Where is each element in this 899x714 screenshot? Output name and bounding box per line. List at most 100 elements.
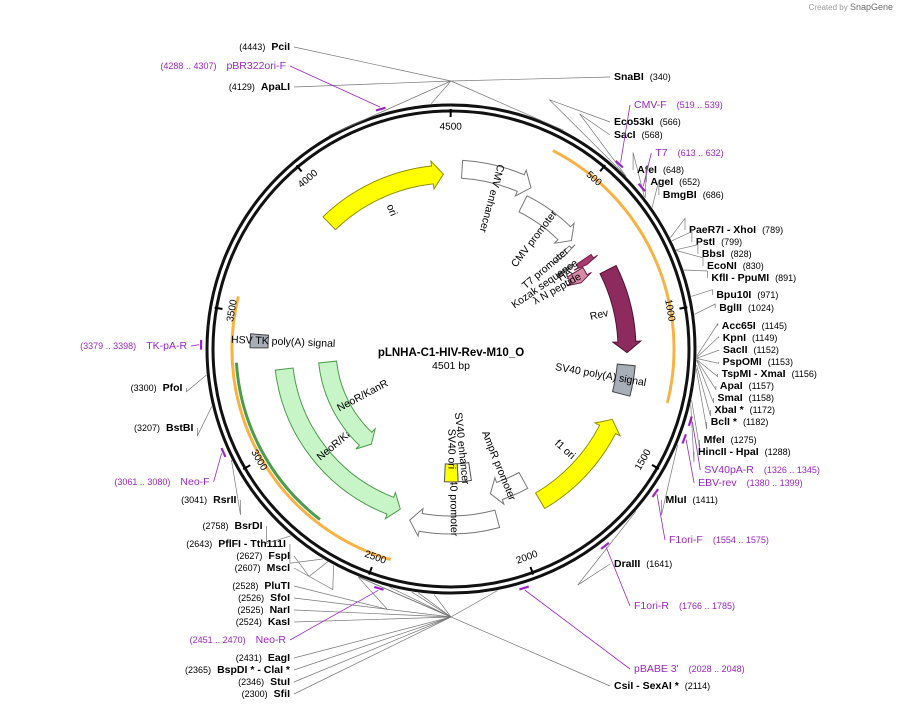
enzyme-leader-pcii bbox=[293, 46, 452, 105]
enzyme-label-bmgbi[interactable]: BmgBI bbox=[663, 189, 697, 201]
primer-label-ebv-rev[interactable]: EBV-rev bbox=[698, 477, 737, 489]
enzyme-label-fspi[interactable]: FspI bbox=[268, 550, 290, 562]
tick-mark-2500 bbox=[368, 566, 373, 575]
primer-leader-f1ori-f bbox=[656, 494, 666, 541]
enzyme-label-psti[interactable]: PstI bbox=[696, 236, 715, 248]
feature-label-sv40-promoter: SV40 promoter bbox=[447, 466, 460, 537]
enzyme-leader-bglii bbox=[694, 303, 716, 315]
enzyme-label-pfoi[interactable]: PfoI bbox=[163, 382, 183, 394]
plasmid-size: 4501 bp bbox=[432, 360, 470, 372]
enzyme-leader-csii-sexai bbox=[450, 590, 611, 687]
enzyme-label-mlui[interactable]: MluI bbox=[666, 494, 687, 506]
enzyme-label-kfli-ppumi[interactable]: KflI - PpuMI bbox=[711, 272, 769, 284]
enzyme-label-bpu10i[interactable]: Bpu10I bbox=[716, 289, 751, 301]
feature-kozak-sequence bbox=[555, 263, 574, 278]
enzyme-label-bsrdi[interactable]: BsrDI bbox=[235, 520, 263, 532]
primer-label-pbabe-3[interactable]: pBABE 3' bbox=[634, 663, 679, 675]
enzyme-label-pflfi-tth111i[interactable]: PflFI - Tth111I bbox=[218, 538, 286, 550]
enzyme-label-snabi[interactable]: SnaBI bbox=[614, 71, 644, 83]
feature-cmv-enhancer bbox=[460, 159, 532, 198]
enzyme-leader-sfii bbox=[293, 594, 452, 695]
enzyme-label-paer7i-xhoi[interactable]: PaeR7I - XhoI bbox=[689, 224, 756, 236]
enzyme-label-acc65i[interactable]: Acc65I bbox=[722, 320, 756, 332]
feature-neor-kanr bbox=[274, 367, 401, 520]
enzyme-label-rsrii[interactable]: RsrII bbox=[213, 494, 236, 506]
enzyme-leader-bspdi-clai bbox=[293, 591, 452, 671]
primer-label-f1ori-f[interactable]: F1ori-F bbox=[669, 534, 703, 546]
primer-leader-tk-pa-r bbox=[190, 344, 200, 347]
enzyme-label-bglii[interactable]: BglII bbox=[719, 302, 742, 314]
enzyme-position-pcii: (4443) bbox=[239, 42, 265, 52]
enzyme-label-tspmi-xmai[interactable]: TspMI - XmaI bbox=[722, 368, 786, 380]
feature-label-sv40-ori: SV40 ori bbox=[445, 429, 457, 469]
enzyme-label-bstbi[interactable]: BstBI bbox=[166, 422, 194, 434]
enzyme-label-pcii[interactable]: PciI bbox=[271, 41, 290, 53]
primer-label-tk-pa-r[interactable]: TK-pA-R bbox=[146, 340, 187, 352]
enzyme-label-pspomi[interactable]: PspOMI bbox=[723, 356, 762, 368]
enzyme-label-apali[interactable]: ApaLI bbox=[261, 81, 290, 93]
enzyme-label-hincii-hpai[interactable]: HincII - HpaI bbox=[698, 446, 759, 458]
primer-range-f1ori-f: (1554 .. 1575) bbox=[713, 535, 769, 545]
enzyme-leader-afei bbox=[632, 152, 645, 198]
primer-label-cmv-f[interactable]: CMV-F bbox=[634, 99, 667, 111]
feature-sv40-poly-a-signal bbox=[611, 363, 636, 397]
enzyme-leader-sacii bbox=[696, 349, 720, 359]
enzyme-label-econi[interactable]: EcoNI bbox=[707, 260, 737, 272]
enzyme-leader-xbai bbox=[696, 364, 711, 417]
enzyme-position-pspomi: (1153) bbox=[768, 357, 793, 367]
enzyme-label-msci[interactable]: MscI bbox=[267, 562, 290, 574]
primer-range-neo-f: (3061 .. 3080) bbox=[114, 477, 170, 487]
tick-mark-500 bbox=[599, 164, 607, 172]
enzyme-position-bcli: (1182) bbox=[743, 417, 768, 427]
enzyme-label-bspdi-clai[interactable]: BspDI * - ClaI * bbox=[217, 664, 291, 676]
enzyme-label-kpni[interactable]: KpnI bbox=[723, 332, 746, 344]
enzyme-position-kfli-ppumi: (891) bbox=[775, 273, 796, 283]
tick-mark-1000 bbox=[679, 306, 688, 310]
tick-label-1500: 1500 bbox=[633, 447, 654, 472]
enzyme-label-apai[interactable]: ApaI bbox=[720, 380, 743, 392]
enzyme-label-bcli[interactable]: BclI * bbox=[711, 416, 738, 428]
enzyme-leader-acc65i bbox=[696, 322, 719, 356]
enzyme-position-econi: (830) bbox=[743, 261, 764, 271]
enzyme-label-sfoi[interactable]: SfoI bbox=[270, 592, 290, 604]
enzyme-leader-bpu10i bbox=[691, 289, 713, 297]
enzyme-leader-eagi bbox=[293, 586, 453, 659]
enzyme-label-csii-sexai[interactable]: CsiI - SexAI * bbox=[614, 680, 680, 692]
enzyme-label-smai[interactable]: SmaI bbox=[718, 392, 743, 404]
enzyme-label-draiii[interactable]: DraIII bbox=[614, 558, 640, 570]
enzyme-label-bbsi[interactable]: BbsI bbox=[702, 248, 725, 260]
enzyme-label-sacii[interactable]: SacII bbox=[723, 344, 748, 356]
primer-site-f1ori-r bbox=[600, 542, 610, 550]
enzyme-label-xbai[interactable]: XbaI * bbox=[714, 404, 744, 416]
primer-leader-neo-r bbox=[289, 589, 379, 641]
enzyme-label-stui[interactable]: StuI bbox=[270, 676, 290, 688]
primer-leader-neo-f bbox=[213, 453, 222, 483]
enzyme-label-eco53ki[interactable]: Eco53kI bbox=[614, 116, 654, 128]
primer-label-pbr322ori-f[interactable]: pBR322ori-F bbox=[226, 60, 286, 72]
enzyme-label-sfii[interactable]: SfiI bbox=[274, 688, 290, 700]
enzyme-position-psti: (799) bbox=[721, 237, 742, 247]
enzyme-label-pluti[interactable]: PluTI bbox=[264, 580, 290, 592]
primer-range-t7: (613 .. 632) bbox=[678, 148, 724, 158]
primer-label-neo-r[interactable]: Neo-R bbox=[256, 634, 287, 646]
primer-range-sv40pa-r: (1326 .. 1345) bbox=[764, 465, 820, 475]
enzyme-position-sfii: (2300) bbox=[242, 689, 268, 699]
enzyme-label-kasi[interactable]: KasI bbox=[268, 616, 290, 628]
enzyme-label-nari[interactable]: NarI bbox=[270, 604, 291, 616]
feature-label-ori: ori bbox=[384, 203, 400, 218]
primer-label-f1ori-r[interactable]: F1ori-R bbox=[634, 600, 669, 612]
enzyme-leader-smai bbox=[696, 360, 714, 403]
primer-label-t7[interactable]: T7 bbox=[655, 147, 667, 159]
feature-cmv-promoter bbox=[518, 195, 575, 244]
enzyme-position-fspi: (2627) bbox=[236, 551, 262, 561]
primer-label-neo-f[interactable]: Neo-F bbox=[180, 476, 209, 488]
enzyme-label-agei[interactable]: AgeI bbox=[650, 176, 673, 188]
enzyme-position-pfoi: (3300) bbox=[131, 383, 157, 393]
enzyme-label-mfei[interactable]: MfeI bbox=[704, 434, 725, 446]
primer-site-pbr322ori-f bbox=[375, 106, 386, 112]
feature-label-hsv-tk-poly-a-signal: HSV TK poly(A) signal bbox=[231, 334, 336, 350]
primer-label-sv40pa-r[interactable]: SV40pA-R bbox=[704, 464, 754, 476]
feature-ha bbox=[573, 253, 598, 271]
enzyme-label-eagi[interactable]: EagI bbox=[268, 652, 290, 664]
enzyme-leader-bstbi bbox=[197, 406, 213, 436]
